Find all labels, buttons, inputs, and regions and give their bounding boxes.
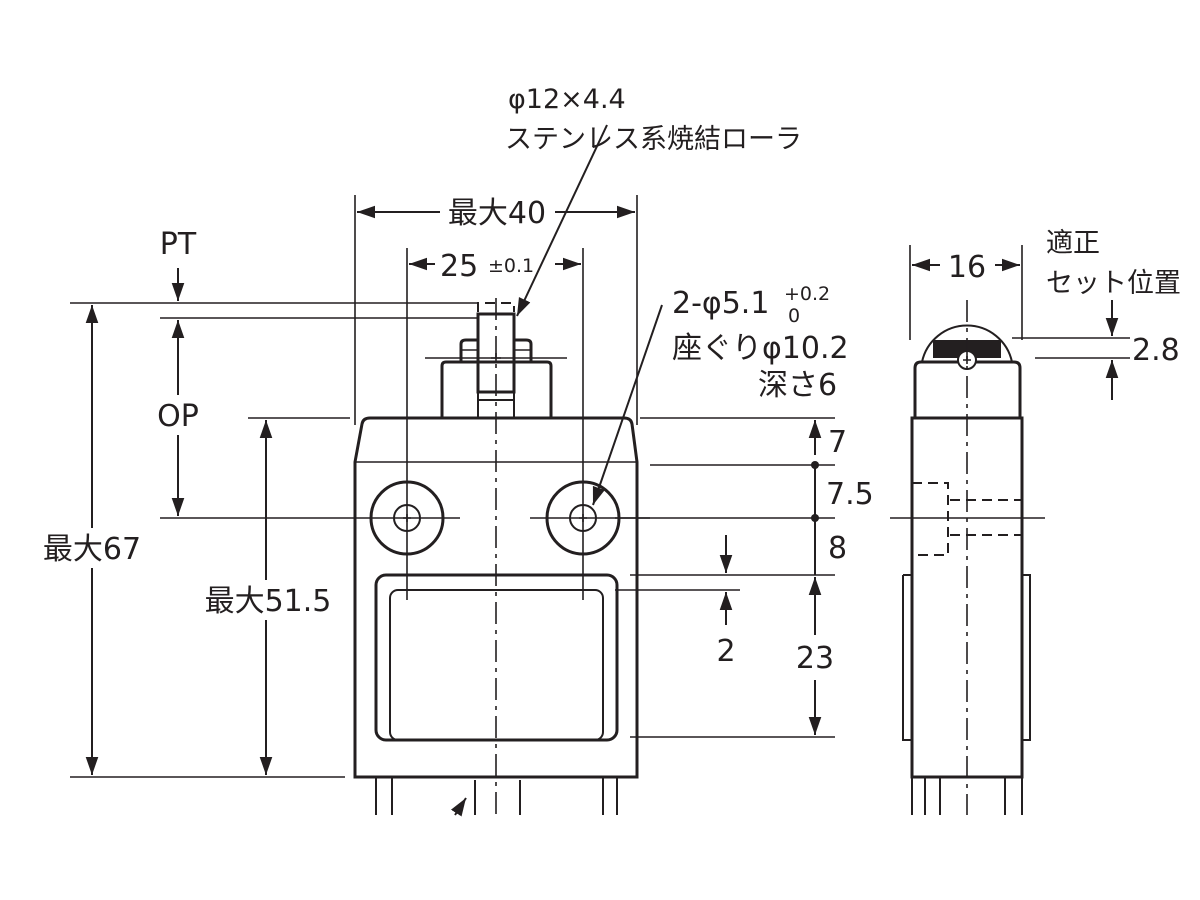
cover-window-inner — [389, 589, 604, 741]
dim-7-label: 7 — [828, 425, 847, 460]
roller-dome — [921, 324, 1013, 363]
front-view — [353, 298, 639, 817]
dim-23-label: 23 — [796, 641, 834, 676]
counterbore-depth-label: 深さ6 — [758, 368, 837, 403]
set-position-value: 2.8 — [1132, 333, 1180, 368]
hole-pitch-label: 25 — [440, 249, 478, 284]
max-height-label: 最大67 — [43, 532, 141, 567]
pt-label: PT — [160, 227, 197, 262]
dim-7-5-label: 7.5 — [826, 477, 874, 512]
roller-spec-label: φ12×4.4 — [508, 84, 626, 115]
hole-tol-upper: +0.2 — [784, 283, 830, 305]
op-label: OP — [157, 399, 199, 434]
roller-material-label: ステンレス系焼結ローラ — [505, 124, 802, 155]
extension-lines — [70, 195, 835, 778]
cable-lines — [375, 777, 618, 815]
side-width-label: 16 — [948, 250, 986, 285]
set-position-label-2: セット位置 — [1046, 268, 1181, 299]
dimension-arrows — [85, 124, 822, 775]
max-width-label: 最大40 — [448, 196, 546, 231]
dim-2-label: 2 — [716, 634, 735, 669]
hole-pitch-tolerance: ±0.1 — [488, 255, 534, 277]
hole-spec-label: 2-φ5.1 — [672, 286, 769, 321]
side-view — [890, 245, 1130, 815]
roller-set-position — [477, 302, 515, 312]
max-body-height-label: 最大51.5 — [205, 584, 332, 619]
set-position-label-1: 適正 — [1046, 228, 1100, 259]
counterbore-label: 座ぐりφ10.2 — [672, 331, 849, 366]
hole-tol-lower: 0 — [788, 305, 800, 327]
dim-8-label: 8 — [828, 531, 847, 566]
